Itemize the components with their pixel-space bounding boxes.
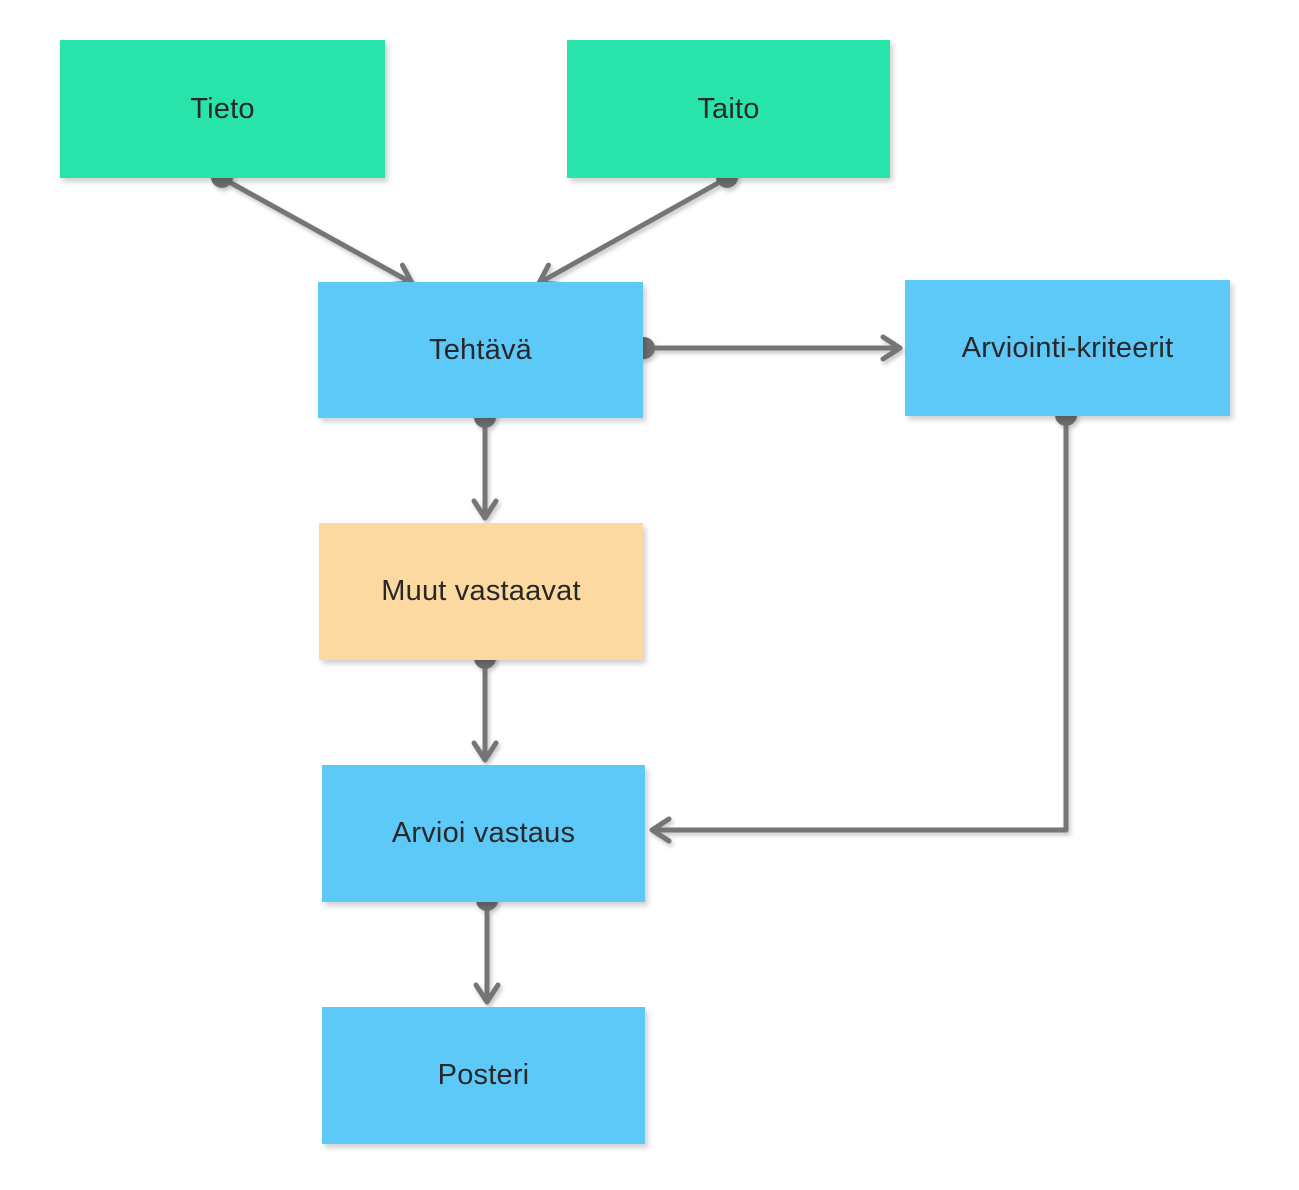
node-tieto-label: Tieto (190, 92, 255, 125)
node-taito[interactable]: Taito (567, 40, 890, 178)
node-muut-vastaavat[interactable]: Muut vastaavat (319, 523, 643, 660)
edge-arviointi-kriteerit-to-arvioi-vastaus (649, 416, 1069, 844)
node-arvioi-vastaus-label: Arvioi vastaus (391, 817, 576, 849)
node-arviointi-kriteerit-label: Arviointi-kriteerit (961, 331, 1174, 364)
node-arvioi-vastaus[interactable]: Arvioi vastaus (322, 765, 645, 902)
node-posteri[interactable]: Posteri (322, 1007, 645, 1144)
node-arviointi-kriteerit[interactable]: Arviointi-kriteerit (905, 280, 1230, 416)
node-tehtava[interactable]: Tehtävä (318, 282, 643, 418)
node-posteri-label: Posteri (437, 1059, 530, 1091)
node-tehtava-label: Tehtävä (429, 333, 532, 366)
edge-tieto-to-tehtava (220, 175, 415, 287)
edge-taito-to-tehtava (536, 175, 729, 287)
node-tieto[interactable]: Tieto (60, 40, 385, 178)
node-taito-label: Taito (697, 92, 760, 125)
node-muut-vastaavat-label: Muut vastaavat (381, 575, 581, 607)
